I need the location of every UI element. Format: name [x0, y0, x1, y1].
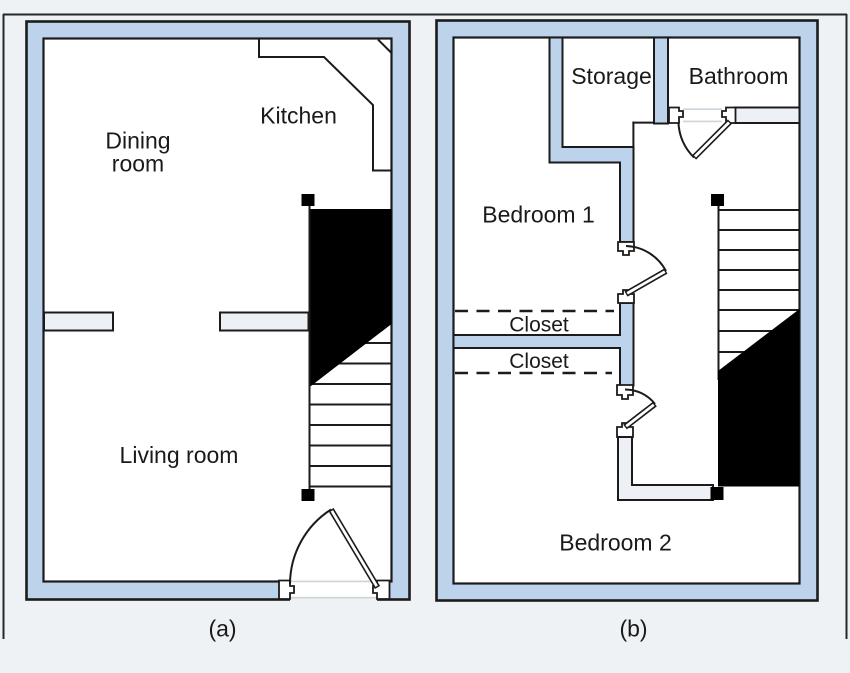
- bedroom-divider-wall: [452, 302, 635, 387]
- bedroom2-hall-wall: [617, 436, 714, 501]
- label-living-room: Living room: [120, 442, 239, 468]
- newel-post-b-bottom: [710, 487, 724, 500]
- bathroom-door: [668, 106, 801, 160]
- panel-b-second-floor: Storage Bathroom Bedroom 1 Closet Closet…: [435, 19, 819, 642]
- label-kitchen: Kitchen: [260, 103, 337, 129]
- label-closet-2: Closet: [509, 350, 569, 373]
- label-dining-room-line1: Dining: [105, 128, 170, 154]
- kitchen-counter: [258, 39, 392, 172]
- bedroom1-door: [617, 241, 668, 304]
- label-dining-room-line2: room: [112, 151, 164, 177]
- label-bedroom-2: Bedroom 2: [559, 530, 672, 556]
- staircase-a: [301, 194, 392, 501]
- bedroom1-jamb-top: [617, 241, 635, 256]
- staircase-b: [711, 194, 800, 487]
- bedroom2-jamb-top: [616, 384, 634, 400]
- caption-a: (a): [208, 616, 236, 642]
- bedroom2-door: [616, 384, 657, 438]
- stair-void-a: [309, 209, 392, 388]
- bathroom-jamb-right: [721, 106, 737, 124]
- newel-post-b-top: [711, 194, 724, 206]
- kitchen-corner-mitre: [377, 38, 393, 54]
- panel-a-first-floor: Dining room Kitchen Living room (a): [25, 20, 411, 642]
- newel-post-a-top: [301, 194, 315, 206]
- newel-post-a-bottom: [301, 489, 315, 501]
- bedroom1-door-arc: [625, 245, 667, 272]
- stub-wall-left: [43, 311, 114, 332]
- door-swing-arc: [289, 508, 332, 585]
- label-bathroom: Bathroom: [689, 63, 789, 89]
- caption-b: (b): [619, 616, 647, 642]
- storage-bathroom-wall: [653, 36, 669, 125]
- label-storage: Storage: [571, 63, 652, 89]
- bathroom-hall-wall: [734, 106, 801, 124]
- label-closet-1: Closet: [509, 314, 569, 337]
- entry-door: [278, 507, 391, 602]
- figure-frame: [2, 13, 848, 639]
- label-bedroom-1: Bedroom 1: [482, 202, 595, 228]
- stair-void-b: [718, 309, 800, 487]
- stub-wall-right: [219, 311, 310, 332]
- bathroom-jamb-left: [668, 106, 684, 124]
